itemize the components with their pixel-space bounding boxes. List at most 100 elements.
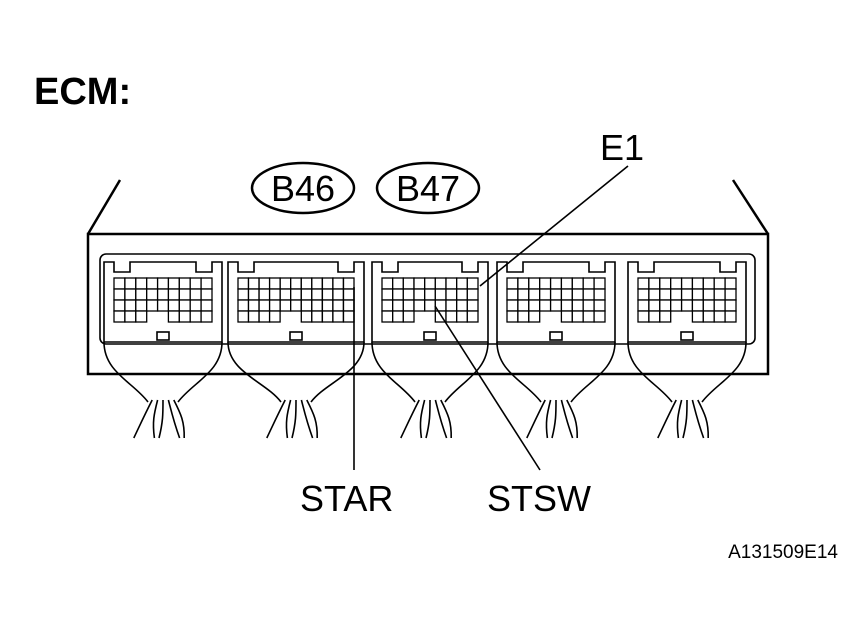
wire-harness — [227, 341, 365, 403]
connector-pin — [247, 288, 260, 301]
connector-pin — [258, 299, 271, 312]
wire — [167, 399, 181, 439]
connector-pin — [670, 288, 683, 301]
wire — [434, 399, 448, 439]
connector-pin — [146, 277, 159, 290]
diagram-title: ECM: — [34, 71, 131, 113]
wire — [551, 399, 557, 439]
connector-pin — [135, 277, 148, 290]
connector-pin — [539, 277, 552, 290]
wire — [158, 399, 164, 439]
connector-pin — [402, 277, 415, 290]
connector-pin — [691, 310, 704, 323]
connector-block — [627, 261, 747, 439]
connector-pin — [392, 288, 405, 301]
connector-label-b47: B47 — [375, 161, 481, 215]
connector-pin — [648, 310, 661, 323]
connector-pin — [258, 288, 271, 301]
connector-pin — [200, 299, 213, 312]
connector-pin — [124, 299, 137, 312]
connector-pin — [466, 299, 479, 312]
connector-pin — [466, 310, 479, 323]
connector-pin — [571, 288, 584, 301]
connector-pin — [321, 288, 334, 301]
connector-pin — [332, 299, 345, 312]
connector-pin — [237, 277, 250, 290]
connector-pin — [659, 310, 672, 323]
connector-pin — [135, 310, 148, 323]
connector-block — [496, 261, 616, 439]
wire — [285, 399, 292, 439]
wire — [173, 399, 186, 439]
connector-block — [371, 261, 489, 439]
connector-key — [156, 331, 170, 341]
connector-pin — [247, 299, 260, 312]
connector-pin — [124, 277, 137, 290]
connector-pin — [156, 288, 170, 301]
connector-pin — [456, 288, 469, 301]
connector-pin — [146, 288, 159, 301]
callout-star: STAR — [300, 478, 393, 519]
connector-pin — [189, 277, 202, 290]
connector-pin — [593, 310, 606, 323]
connector-pin — [268, 288, 281, 301]
connector-pin — [332, 288, 345, 301]
connector-pin — [593, 277, 606, 290]
connector-pin — [300, 288, 313, 301]
wire — [291, 399, 297, 439]
connector-pin — [445, 288, 458, 301]
connector-pin — [456, 277, 469, 290]
connector-pin — [311, 299, 323, 312]
connector-pin — [200, 288, 213, 301]
connector-pin — [200, 277, 213, 290]
connector-pin — [189, 288, 202, 301]
connector-pin — [680, 288, 694, 301]
connector-pin — [381, 310, 394, 323]
connector-pin — [571, 277, 584, 290]
connector-pin — [392, 277, 405, 290]
connector-pin — [290, 299, 302, 312]
connector-key — [680, 331, 694, 341]
wire — [691, 399, 705, 439]
connector-pin — [560, 277, 573, 290]
connector-pin — [247, 277, 260, 290]
connector-pin — [167, 277, 180, 290]
connector-pin — [713, 310, 726, 323]
connector-pin — [445, 277, 458, 290]
connector-pin — [528, 310, 541, 323]
connector-pin — [506, 310, 519, 323]
connector-pin — [648, 277, 661, 290]
connector-pin — [648, 299, 661, 312]
connector-pin — [539, 288, 552, 301]
connector-pin — [279, 277, 292, 290]
connector-pin — [702, 310, 715, 323]
connector-label-b46: B46 — [250, 161, 356, 215]
connector-pin — [506, 288, 519, 301]
wire — [657, 399, 677, 439]
connector-pin — [637, 299, 650, 312]
connector-pin — [702, 299, 715, 312]
connector-pin — [413, 299, 426, 312]
connector-pin — [517, 299, 530, 312]
connector-pin — [691, 288, 704, 301]
connector-pin — [321, 310, 334, 323]
connector-pin — [189, 310, 202, 323]
connector-pin — [560, 310, 573, 323]
connector-pin — [332, 310, 345, 323]
connector-pin — [290, 288, 302, 301]
connector-pin — [691, 277, 704, 290]
connector-pin — [637, 310, 650, 323]
wire — [133, 399, 153, 439]
connector-pin — [528, 277, 541, 290]
wire-harness — [627, 341, 747, 403]
callout-e1: E1 — [600, 127, 644, 168]
connector-pin — [290, 277, 302, 290]
connector-pin — [156, 299, 170, 312]
connector-pin — [582, 310, 595, 323]
connector-pin — [332, 277, 345, 290]
connector-pin — [402, 288, 415, 301]
wire-harness — [496, 341, 616, 403]
connector-block-group — [103, 261, 747, 439]
connector-pin — [434, 288, 447, 301]
connector-pin — [517, 288, 530, 301]
